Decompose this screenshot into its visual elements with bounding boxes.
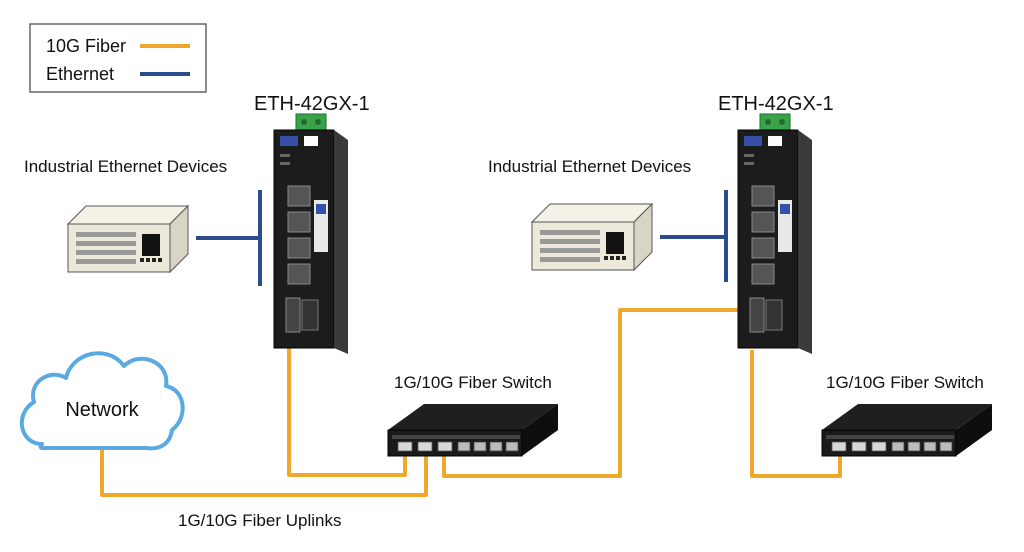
uplinks-label: 1G/10G Fiber Uplinks: [178, 511, 341, 530]
industrial-device-left-icon: [67, 205, 189, 273]
fiber-switch-mid-icon: [387, 403, 559, 457]
fiber-switch-mid-label: 1G/10G Fiber Switch: [394, 373, 552, 392]
legend-box: [29, 23, 207, 93]
fiber-link-mid-switch-to-right-unit: [442, 308, 756, 478]
left-switch-label: ETH-42GX-1: [254, 93, 370, 115]
legend-ethernet-label: Ethernet: [46, 64, 114, 84]
network-cloud-icon: Network: [19, 351, 185, 451]
fiber-switch-right-icon: [821, 403, 993, 457]
fiber-link-left-unit-to-mid-switch: [287, 330, 407, 477]
legend: 10G Fiber Ethernet: [29, 23, 207, 93]
right-devices-label: Industrial Ethernet Devices: [488, 157, 691, 176]
eth-42gx-left-icon: [273, 113, 349, 355]
fiber-link-right-unit-to-right-switch: [750, 350, 842, 478]
ethernet-links: [196, 190, 728, 286]
left-devices-label: Industrial Ethernet Devices: [24, 157, 227, 176]
right-switch-label: ETH-42GX-1: [718, 93, 834, 115]
eth-42gx-right-icon: [737, 113, 813, 355]
industrial-device-right-icon: [531, 203, 653, 271]
cloud-label: Network: [65, 399, 139, 421]
fiber-switch-right-label: 1G/10G Fiber Switch: [826, 373, 984, 392]
legend-fiber-label: 10G Fiber: [46, 36, 126, 56]
fiber-link-cloud-uplink: [100, 448, 428, 497]
fiber-links: [100, 308, 842, 497]
